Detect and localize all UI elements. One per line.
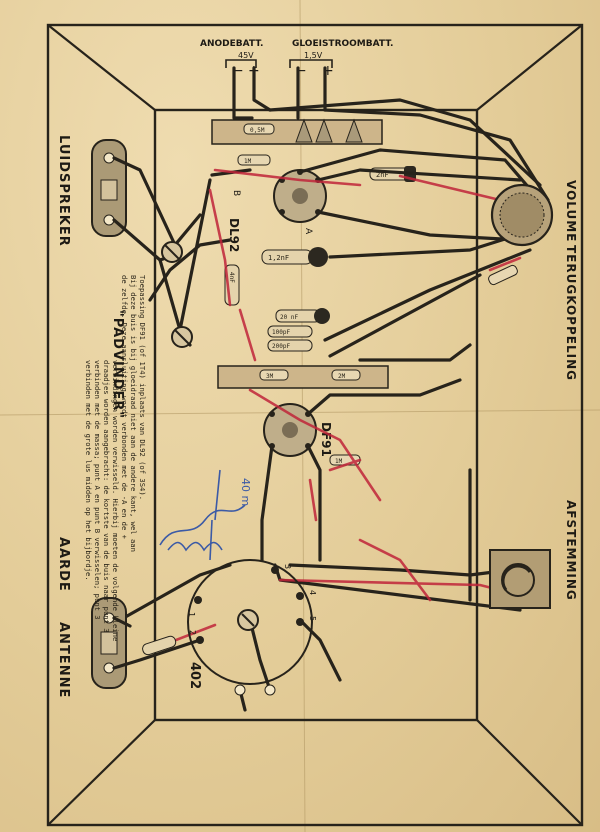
note-line-1: Toepassing DF91 (of 1T4) inplaats van DL… xyxy=(138,275,147,500)
resistor-r5-value: 1M xyxy=(335,458,343,465)
resistor-right xyxy=(488,264,518,286)
top-terminal-strip: 0,5M xyxy=(211,118,383,145)
tube-socket-df91 xyxy=(263,403,317,457)
note-line-5: draadjes worden aangebracht: de kortste … xyxy=(102,360,111,633)
antenna-leads xyxy=(112,616,202,670)
resistor-r2-value: 1M xyxy=(244,158,252,165)
resistor-r1-value: 0,5M xyxy=(250,127,265,134)
battery-brackets xyxy=(225,59,333,68)
capacitor-c5-value: 100pF xyxy=(272,329,290,336)
anode-voltage: 45V xyxy=(238,51,254,60)
screw-terminal-2 xyxy=(171,326,193,348)
anode-battery-label: ANODEBATT. xyxy=(200,39,263,49)
coil-pin-1: 1 xyxy=(187,612,196,617)
feedback-label: TERUGKOPPELING xyxy=(564,245,578,381)
battery-leads xyxy=(232,66,327,120)
capacitor-c1-value: 2nF xyxy=(376,171,389,179)
middle-terminal-strip: 3M 2M xyxy=(217,365,389,389)
screw-terminal-1 xyxy=(161,241,183,263)
coil-402 xyxy=(187,559,313,696)
note-line-4: verbindingen worden verwisseld. Hierbij … xyxy=(111,360,120,641)
earth-label: AARDE xyxy=(56,537,71,592)
note-line-2: Bij deze buis is bij gloeidraad niet aan… xyxy=(129,275,138,552)
tuning-label: AFSTEMMING xyxy=(564,500,578,601)
capacitor-1-2nf: 1,2nF xyxy=(261,247,328,267)
note-line-6: verbinden met de massa; punt A en punt B… xyxy=(93,360,102,620)
pin-b-label: B xyxy=(231,190,241,196)
note-line-7: verbinden met de grote lus midden op het… xyxy=(84,360,93,581)
note-line-3: de zelfde. Deze aansluiting wordt verbon… xyxy=(120,275,129,540)
coil-pin-2: 2 xyxy=(188,630,197,635)
handwritten-note: 40 m xyxy=(239,478,252,506)
speaker-label: LUIDSPREKER xyxy=(56,135,71,247)
capacitor-c6-value: 200pF xyxy=(272,343,290,350)
tuning-capacitor xyxy=(489,549,551,609)
capacitor-20nf: 20 nF xyxy=(275,308,330,324)
coil-number-label: 402 xyxy=(187,662,202,689)
resistor-1m: 1M xyxy=(237,154,271,166)
glow-battery-label: GLOEISTROOMBATT. xyxy=(292,39,393,49)
volume-label: VOLUME xyxy=(564,180,578,242)
resistor-r3-value: 3M xyxy=(266,373,274,380)
antenna-label: ANTENNE xyxy=(56,622,71,698)
antenna-capacitor xyxy=(142,635,177,656)
coil-pin-5: 5 xyxy=(308,616,317,621)
capacitor-200pf: 200pF xyxy=(267,339,313,352)
tube-df91-label: DF91 xyxy=(319,422,333,457)
glow-voltage: 1,5V xyxy=(304,51,323,60)
capacitor-c2-value: 4nF xyxy=(228,272,235,283)
speaker-terminal-block xyxy=(91,139,127,237)
glow-minus: − xyxy=(295,63,307,79)
pin-a-label: A xyxy=(303,228,313,235)
black-wiring xyxy=(118,98,550,712)
cabinet-outline xyxy=(46,23,584,827)
coil-pin-3: 3 xyxy=(283,564,292,569)
anode-minus: − xyxy=(232,63,244,79)
speaker-leads xyxy=(112,156,182,332)
capacitor-c3-value: 1,2nF xyxy=(268,254,289,262)
tube-dl92-label: DL92 xyxy=(227,218,241,252)
handwritten-coil-sketch xyxy=(159,469,246,561)
volume-potentiometer xyxy=(490,183,554,247)
typed-note: Toepassing DF91 (of 1T4) inplaats van DL… xyxy=(84,275,147,641)
coil-pin-4: 4 xyxy=(308,590,317,595)
radio-name-label: "PADVINDER" xyxy=(110,310,125,419)
capacitor-c4-value: 20 nF xyxy=(280,314,298,321)
capacitor-100pf: 100pF xyxy=(267,325,313,338)
resistor-r4-value: 2M xyxy=(338,373,346,380)
glow-plus: + xyxy=(322,63,334,79)
